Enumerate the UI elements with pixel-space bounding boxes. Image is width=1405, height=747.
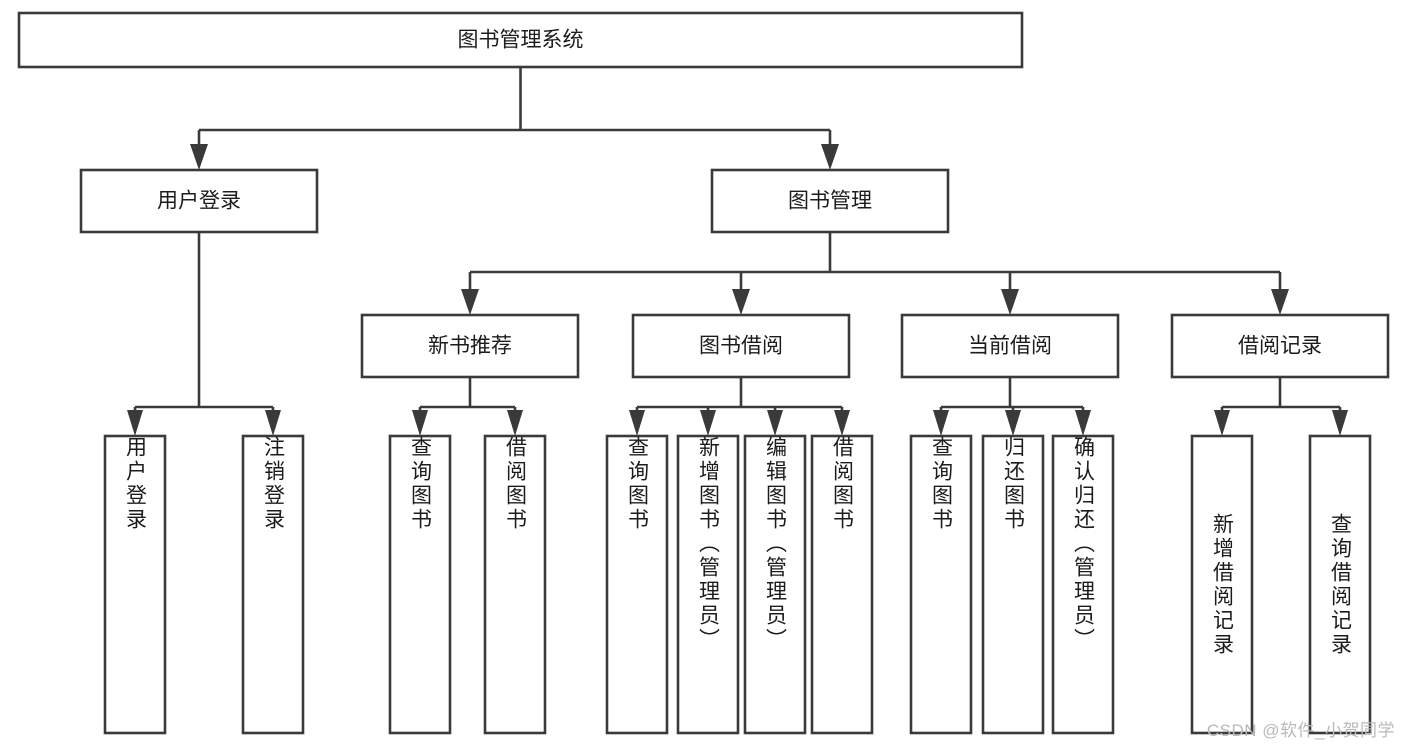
node-current-borrow-box[interactable] xyxy=(900,313,1120,379)
arrow-leaf-query-record-icon xyxy=(1332,410,1348,436)
node-leaf-add-record-box[interactable] xyxy=(1190,434,1254,735)
node-book-borrow[interactable]: 图书借阅 xyxy=(631,313,851,379)
connectors-current-borrow-to-leaves xyxy=(933,377,1091,436)
arrow-leaf-user-logout-icon xyxy=(265,410,281,436)
node-book-manage-label: 图书管理 xyxy=(788,190,872,213)
node-new-book-rec-box[interactable] xyxy=(360,313,580,379)
node-book-borrow-box[interactable] xyxy=(631,313,851,379)
node-book-manage-box[interactable] xyxy=(710,168,950,234)
arrow-leaf-borrow-book-2-icon xyxy=(834,410,850,436)
arrow-leaf-return-book-icon xyxy=(1005,410,1021,436)
arrow-leaf-query-book-3-icon xyxy=(933,410,949,436)
node-user-login-box[interactable] xyxy=(79,168,319,234)
connectors-book-borrow-to-leaves xyxy=(629,377,850,436)
node-leaf-return-book-box[interactable] xyxy=(981,434,1045,735)
arrow-leaf-borrow-book-1-icon xyxy=(507,410,523,436)
node-leaf-borrow-book-1-box[interactable] xyxy=(483,434,547,735)
arrow-to-book-borrow-icon xyxy=(732,289,750,315)
arrow-to-new-book-rec-icon xyxy=(461,289,479,315)
node-leaf-borrow-book-2-box[interactable] xyxy=(810,434,874,735)
arrow-to-user-login-icon xyxy=(190,144,208,170)
node-leaf-edit-book-box[interactable] xyxy=(743,434,807,735)
node-leaf-add-book-box[interactable] xyxy=(676,434,740,735)
node-leaf-query-book-1-box[interactable] xyxy=(388,434,452,735)
arrow-leaf-add-book-icon xyxy=(700,410,716,436)
node-leaf-user-login-box[interactable] xyxy=(103,434,167,735)
node-leaf-query-book-3-box[interactable] xyxy=(909,434,973,735)
node-leaf-query-book-2-box[interactable] xyxy=(605,434,669,735)
node-root-box[interactable] xyxy=(17,11,1024,69)
node-leaf-query-record-box[interactable] xyxy=(1308,434,1372,735)
connectors-user-login-to-leaves xyxy=(127,232,281,436)
node-root-label: 图书管理系统 xyxy=(458,29,584,52)
node-book-borrow-label: 图书借阅 xyxy=(699,335,783,358)
node-borrow-record[interactable]: 借阅记录 xyxy=(1170,313,1390,379)
csdn-watermark: CSDN @软件_小贺同学 xyxy=(1206,721,1395,740)
arrow-leaf-user-login-icon xyxy=(127,410,143,436)
arrow-leaf-add-record-icon xyxy=(1214,410,1230,436)
node-user-login[interactable]: 用户登录 xyxy=(79,168,319,234)
arrow-leaf-edit-book-icon xyxy=(767,410,783,436)
connectors-new-book-rec-to-leaves xyxy=(412,377,523,436)
node-borrow-record-box[interactable] xyxy=(1170,313,1390,379)
node-book-manage[interactable]: 图书管理 xyxy=(710,168,950,234)
connectors-book-manage-to-level2 xyxy=(461,232,1289,315)
node-current-borrow[interactable]: 当前借阅 xyxy=(900,313,1120,379)
arrow-to-book-manage-icon xyxy=(821,144,839,170)
arrow-to-current-borrow-icon xyxy=(1001,289,1019,315)
node-leaf-user-logout-box[interactable] xyxy=(241,434,305,735)
node-leaf-confirm-return-box[interactable] xyxy=(1051,434,1115,735)
node-new-book-rec-label: 新书推荐 xyxy=(428,335,512,358)
node-root[interactable]: 图书管理系统 xyxy=(17,11,1024,69)
arrow-leaf-confirm-return-icon xyxy=(1075,410,1091,436)
arrow-to-borrow-record-icon xyxy=(1271,289,1289,315)
connectors-root-to-level1 xyxy=(190,67,839,170)
arrow-leaf-query-book-2-icon xyxy=(629,410,645,436)
connectors-borrow-record-to-leaves xyxy=(1214,377,1348,436)
leaf-boxes xyxy=(103,434,1372,735)
arrow-leaf-query-book-1-icon xyxy=(412,410,428,436)
node-borrow-record-label: 借阅记录 xyxy=(1238,335,1322,358)
node-current-borrow-label: 当前借阅 xyxy=(968,335,1052,358)
node-new-book-rec[interactable]: 新书推荐 xyxy=(360,313,580,379)
node-user-login-label: 用户登录 xyxy=(157,190,241,213)
